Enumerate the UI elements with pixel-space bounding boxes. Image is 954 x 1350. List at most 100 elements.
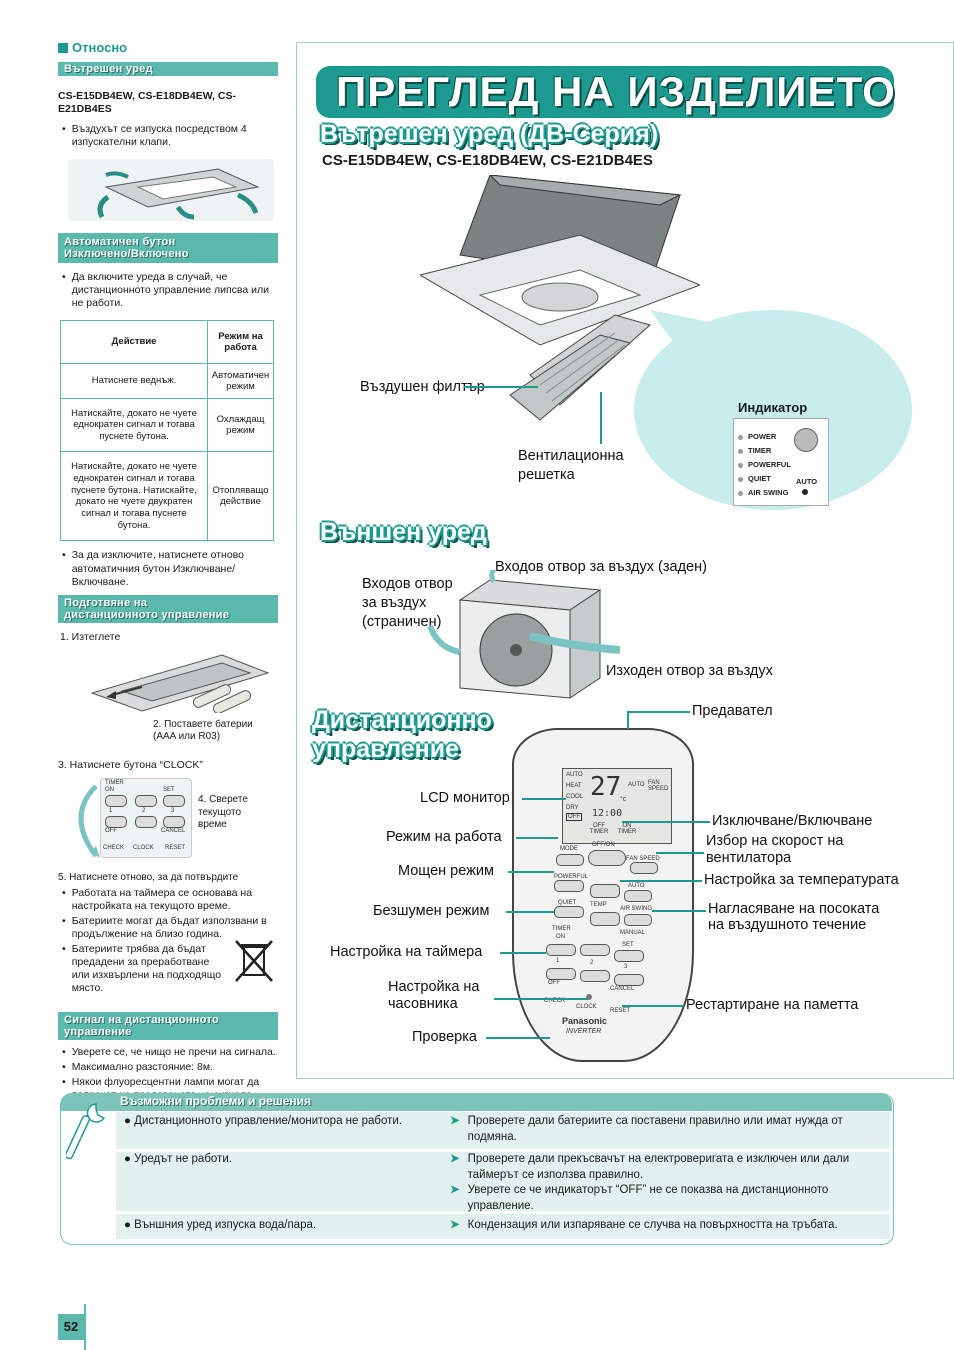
table-row: Натискайте, докато не чуете еднократен с… xyxy=(60,398,274,453)
list-item: •Батериите могат да бъдат използвани в п… xyxy=(62,914,267,940)
wrench-icon xyxy=(66,1103,106,1160)
transmitter-label: Предавател xyxy=(692,703,773,719)
step-pull: 1. Изтеглете xyxy=(60,630,121,643)
auto-swing-button[interactable] xyxy=(624,890,652,902)
list-item: •Да включите уреда в случай, че дистанци… xyxy=(62,271,269,310)
mini-remote-panel: TIMER ON SET 1 2 3 OFF CANCEL CHECK CLOC… xyxy=(100,778,192,859)
remote-battery-icon xyxy=(90,654,270,713)
page-number: 52 xyxy=(58,1314,84,1340)
timer-down-button[interactable] xyxy=(580,970,610,982)
battery-illustration: 1. Изтеглете 2. Поставете батерии (AAA и… xyxy=(58,623,278,755)
mini-timer-off-button[interactable] xyxy=(105,816,127,829)
vent-grille-label: Вентилационна решетка xyxy=(518,448,624,483)
timer-set-button[interactable] xyxy=(614,950,644,962)
step-set-time: 4. Сверете текущото време xyxy=(198,794,248,831)
indicator-quiet: QUIET xyxy=(738,474,771,483)
led-icon xyxy=(738,462,743,468)
auto-button-table: Действие Режим на работа Натиснете веднъ… xyxy=(60,320,274,542)
quiet-button[interactable] xyxy=(554,906,584,918)
arrow-right-icon: ➤ xyxy=(450,1184,460,1197)
quiet-label: Безшумен режим xyxy=(373,903,490,919)
indicator-power: POWER xyxy=(738,432,776,441)
air-filter-leader xyxy=(464,386,538,388)
timer-off-button[interactable] xyxy=(546,968,576,980)
mini-up-button[interactable] xyxy=(135,795,157,808)
trouble-problem: ● Дистанционното управление/монитора не … xyxy=(124,1115,403,1127)
mode-button[interactable] xyxy=(556,854,584,866)
arrow-right-icon: ➤ xyxy=(450,1153,460,1165)
indicator-pointer xyxy=(650,310,730,406)
transmitter-leader xyxy=(628,711,690,713)
auto-button-icon[interactable] xyxy=(802,489,808,495)
temp-up-button[interactable] xyxy=(590,884,620,898)
powerful-label: Мощен режим xyxy=(398,863,494,879)
title-bar xyxy=(316,66,894,118)
check-label: Проверка xyxy=(412,1029,477,1045)
table-header: Режим на работа xyxy=(207,320,274,365)
trouble-problem: ● Уредът не работи. xyxy=(124,1153,232,1165)
remote-prep-bar: Подготвяне на дистанционното управление xyxy=(58,594,278,623)
led-icon xyxy=(738,490,743,496)
powerful-button[interactable] xyxy=(554,880,584,892)
lcd-monitor xyxy=(562,768,672,844)
indicator-auto: AUTO xyxy=(796,477,818,486)
section-about: Относно xyxy=(58,40,278,56)
brand-logo: Panasonic xyxy=(562,1016,608,1026)
table-row xyxy=(116,1152,890,1211)
list-item: •Въздухът се изпуска посредством 4 изпус… xyxy=(62,122,247,148)
inlet-side-label: Входов отвор за въздух (страничен) xyxy=(362,576,453,630)
indicator-title: Индикатор xyxy=(738,400,808,415)
clock-label: Настройка на часовника xyxy=(388,979,480,1013)
troubleshooting-title: Възможни проблеми и решения xyxy=(120,1094,312,1108)
power-button[interactable] xyxy=(588,850,626,866)
outdoor-unit-heading: Външен уред xyxy=(320,518,487,546)
auto-button-bar: Автоматичен бутон Изключено/Включено xyxy=(58,232,278,264)
mini-set-button[interactable] xyxy=(163,795,185,808)
trouble-problem: ● Външния уред изпуска вода/пара. xyxy=(124,1219,317,1231)
receiver-icon xyxy=(794,428,818,452)
list-item: •Уверете се, че нищо не пречи на сигнала… xyxy=(62,1045,276,1058)
temperature-label: Настройка за температурата xyxy=(704,872,899,888)
indicator-air-swing: AIR SWING xyxy=(738,488,788,497)
timer-cancel-button[interactable] xyxy=(614,974,644,986)
fan-speed-button[interactable] xyxy=(630,862,658,874)
lcd-clock: 12:00 xyxy=(592,808,623,819)
troubleshooting-header xyxy=(60,1093,892,1111)
list-item: •Работата на таймера се основава на наст… xyxy=(62,886,253,912)
indoor-unit-heading: Вътрешен уред (ДВ-Серия) xyxy=(320,120,659,148)
remote-heading: Дистанционно управление xyxy=(312,706,492,763)
square-bullet-icon xyxy=(58,43,68,54)
mini-timer-on-button[interactable] xyxy=(105,795,127,808)
remote-signal-bar: Сигнал на дистанционното управление xyxy=(58,1011,278,1040)
led-icon xyxy=(738,476,743,482)
inverter-logo: INVERTER xyxy=(566,1028,602,1035)
page-title: ПРЕГЛЕД НА ИЗДЕЛИЕТО xyxy=(336,68,896,115)
table-row xyxy=(116,1112,890,1149)
list-item: •За да изключите, натиснете отново автом… xyxy=(62,549,244,588)
indoor-models: CS-E15DB4EW, CS-E18DB4EW, CS-E21DB4ES xyxy=(58,90,236,116)
indoor-unit-models: CS-E15DB4EW, CS-E18DB4EW, CS-E21DB4ES xyxy=(322,152,653,169)
clock-button[interactable] xyxy=(586,994,592,1000)
reset-label: Рестартиране на паметта xyxy=(686,997,859,1013)
air-filter-label: Въздушен филтър xyxy=(360,379,485,395)
outdoor-unit-illustration xyxy=(427,570,621,699)
indoor-unit-illustration xyxy=(68,158,274,221)
arrow-right-icon: ➤ xyxy=(450,1219,460,1231)
step-clock: 3. Натиснете бутона “CLOCK” xyxy=(58,758,203,771)
page-divider xyxy=(84,1304,86,1350)
step-insert: 2. Поставете батерии (AAA или R03) xyxy=(153,718,253,743)
manual-swing-button[interactable] xyxy=(624,914,652,926)
indicator-timer: TIMER xyxy=(738,446,771,455)
air-swing-label: Нагласяване на посоката на въздушното те… xyxy=(708,901,880,933)
arrow-rotate-icon xyxy=(78,784,100,859)
step-confirm: 5. Натиснете отново, за да потвърдите xyxy=(58,872,239,884)
mini-remote-illustration: TIMER ON SET 1 2 3 OFF CANCEL CHECK CLOC… xyxy=(58,772,278,868)
arrow-right-icon: ➤ xyxy=(450,1115,460,1127)
list-item: •Батериите трябва да бъдат предадени за … xyxy=(62,943,222,995)
led-icon xyxy=(738,448,743,454)
temp-down-button[interactable] xyxy=(590,912,620,926)
timer-up-button[interactable] xyxy=(580,944,610,956)
timer-on-button[interactable] xyxy=(546,944,576,956)
mini-down-button[interactable] xyxy=(135,816,157,829)
mini-cancel-button[interactable] xyxy=(163,816,185,829)
